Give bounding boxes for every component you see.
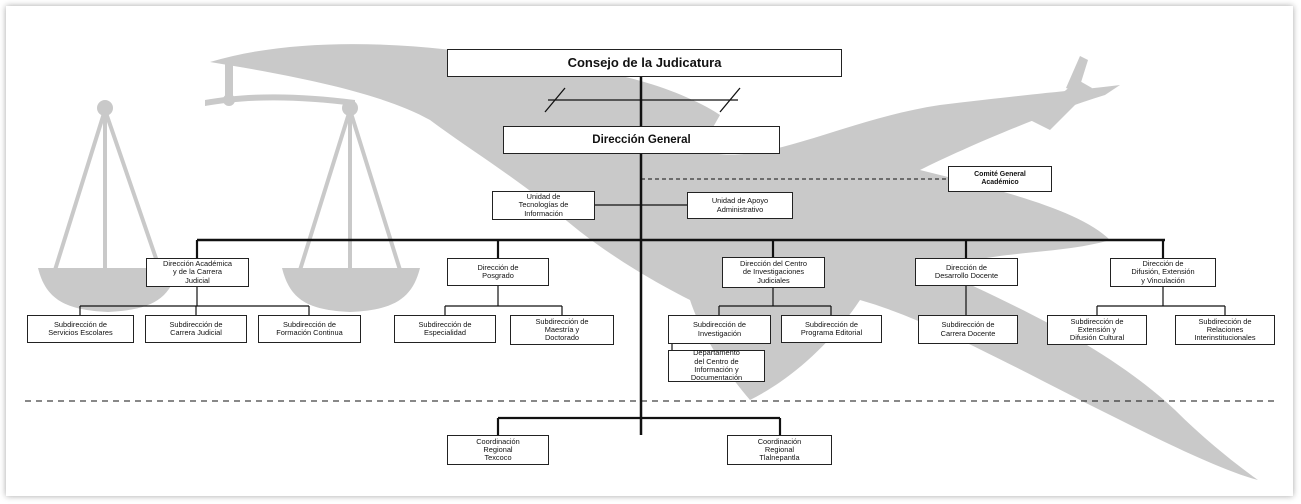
comite-general-academico-box: Comité General Académico [948, 166, 1052, 192]
coordinacion-tlalnepantla-box: Coordinación Regional Tlalnepantla [727, 435, 832, 465]
subdireccion-maestria-doctorado-box: Subdirección de Maestría y Doctorado [510, 315, 614, 345]
subdireccion-formacion-continua-box: Subdirección de Formación Continua [258, 315, 361, 343]
consejo-judicatura-box: Consejo de la Judicatura [447, 49, 842, 77]
unidad-tecnologias-box: Unidad de Tecnologías de Información [492, 191, 595, 220]
subdireccion-relaciones-box: Subdirección de Relaciones Interinstituc… [1175, 315, 1275, 345]
direccion-general-box: Dirección General [503, 126, 780, 154]
subdireccion-especialidad-box: Subdirección de Especialidad [394, 315, 496, 343]
direccion-difusion-box: Dirección de Difusión, Extensión y Vincu… [1110, 258, 1216, 287]
subdireccion-carrera-docente-box: Subdirección de Carrera Docente [918, 315, 1018, 344]
departamento-centro-informacion-box: Departamento del Centro de Información y… [668, 349, 765, 382]
subdireccion-servicios-escolares-box: Subdirección de Servicios Escolares [27, 315, 134, 343]
direccion-academica-box: Dirección Académica y de la Carrera Judi… [146, 258, 249, 287]
connector-lines [25, 77, 1275, 435]
subdireccion-programa-editorial-box: Subdirección de Programa Editorial [781, 315, 882, 343]
direccion-desarrollo-docente-box: Dirección de Desarrollo Docente [915, 258, 1018, 286]
direccion-centro-investigaciones-box: Dirección del Centro de Investigaciones … [722, 257, 825, 288]
unidad-apoyo-box: Unidad de Apoyo Administrativo [687, 192, 793, 219]
break-marker-right-slash [719, 87, 741, 113]
subdireccion-extension-difusion-box: Subdirección de Extensión y Difusión Cul… [1047, 315, 1147, 345]
break-marker-left-slash [544, 87, 566, 113]
subdireccion-carrera-judicial-box: Subdirección de Carrera Judicial [145, 315, 247, 343]
subdireccion-investigacion-box: Subdirección de Investigación [668, 315, 771, 344]
direccion-posgrado-box: Dirección de Posgrado [447, 258, 549, 286]
coordinacion-texcoco-box: Coordinación Regional Texcoco [447, 435, 549, 465]
